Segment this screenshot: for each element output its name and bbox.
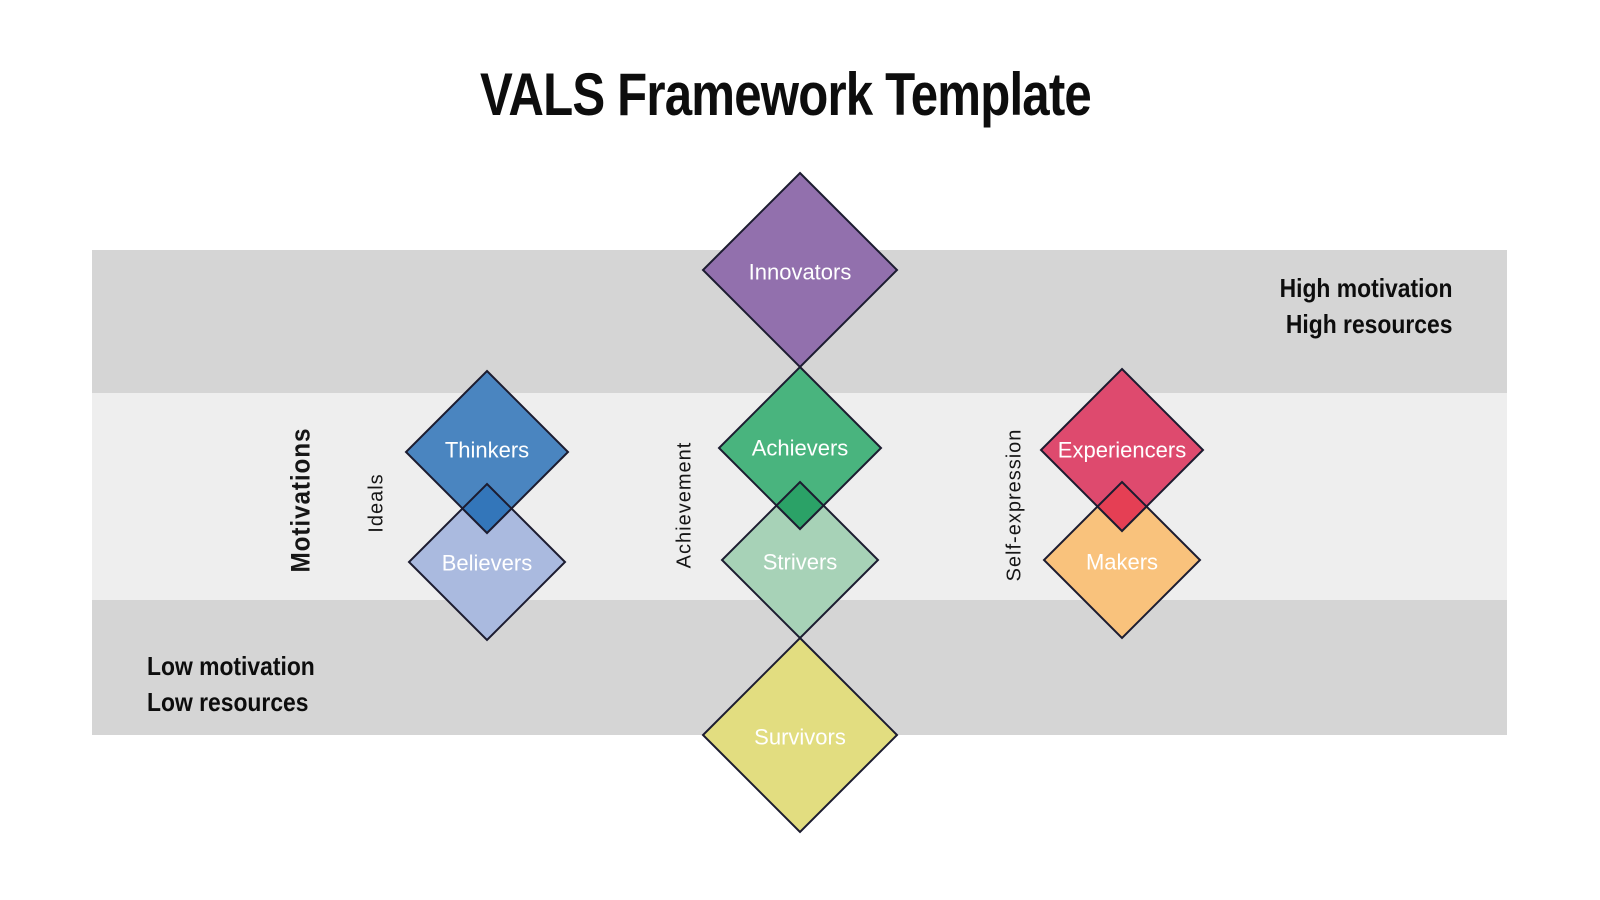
achievement-axis-label: Achievement — [673, 441, 696, 569]
ideals-axis-label: Ideals — [365, 473, 388, 533]
thinkers-label: Thinkers — [445, 438, 529, 463]
motivations-axis-label: Motivations — [285, 427, 316, 573]
survivors-diamond — [701, 636, 899, 834]
experiencers-label: Experiencers — [1058, 438, 1186, 463]
believers-label: Believers — [442, 551, 532, 576]
page-title: VALS Framework Template — [479, 61, 1092, 128]
high-motivation-line: High motivation — [1279, 273, 1452, 303]
strivers-label: Strivers — [763, 550, 838, 575]
low-motivation-low-resources-caption: Low motivation Low resources — [147, 648, 315, 720]
thinkers-believers-overlap — [461, 482, 513, 535]
low-motivation-line: Low motivation — [147, 651, 315, 681]
makers-label: Makers — [1086, 550, 1158, 575]
experiencers-makers-overlap — [1096, 480, 1148, 533]
makers-diamond — [1042, 480, 1202, 640]
survivors-label: Survivors — [754, 725, 846, 750]
self-expression-axis-label: Self-expression — [1003, 428, 1026, 582]
achievers-label: Achievers — [752, 436, 849, 461]
high-resources-line: High resources — [1285, 309, 1452, 339]
believers-diamond — [407, 482, 567, 642]
high-motivation-high-resources-caption: High motivation High resources — [1279, 270, 1452, 342]
achievers-strivers-overlap — [775, 480, 825, 531]
innovators-label: Innovators — [749, 260, 852, 285]
low-resources-line: Low resources — [147, 687, 309, 717]
title-container: VALS Framework Template — [0, 60, 1570, 129]
